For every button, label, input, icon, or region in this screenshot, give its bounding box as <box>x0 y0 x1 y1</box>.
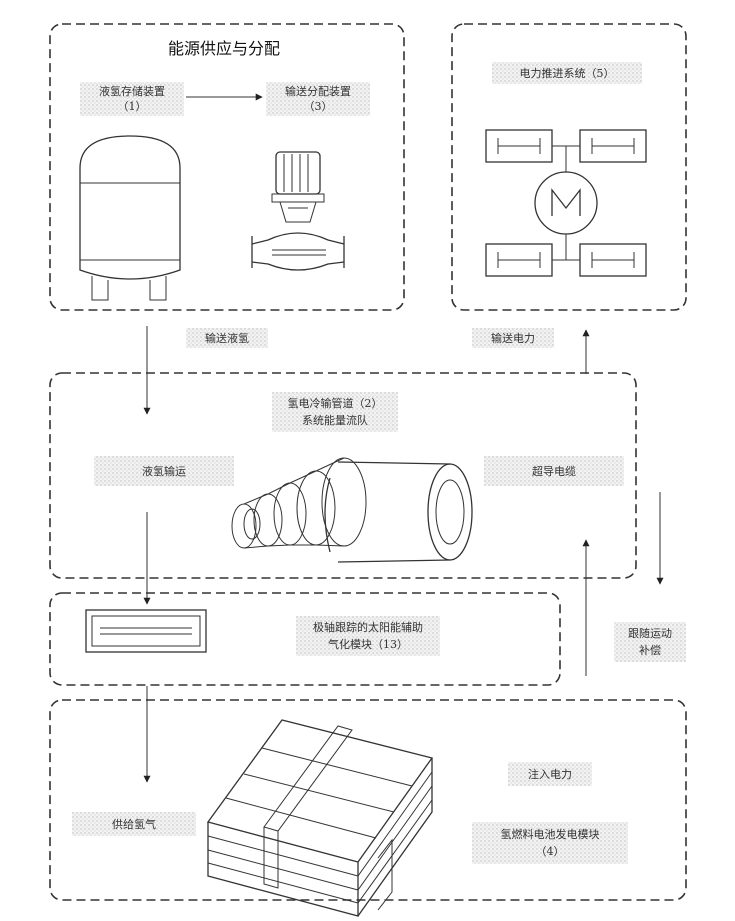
supply-panel: 能源供应与分配 液氢存储装置 （1） 输送分配装置 （3） <box>50 24 404 310</box>
coaxial-pipe-drawing <box>232 458 472 562</box>
compensation-label-line1: 跟随运动 <box>628 626 672 640</box>
flow-power-label: 输送电力 <box>491 331 535 345</box>
tank-label: 液氢存储装置 <box>99 84 165 98</box>
dist-number: （3） <box>304 100 333 113</box>
solar-gasifier-drawing <box>86 610 206 652</box>
pipeline-label-line2: 系统能量流队 <box>302 413 368 427</box>
propulsion-label: 电力推进系统（5） <box>520 66 615 80</box>
pipeline-panel: 氢电冷输管道（2） 系统能量流队 液氢输运 超导电缆 <box>50 373 636 578</box>
supply-title: 能源供应与分配 <box>168 39 280 58</box>
propulsion-panel: 电力推进系统（5） <box>452 24 686 310</box>
tank-number: （1） <box>118 100 147 113</box>
h2-supply-label: 供给氢气 <box>112 817 156 831</box>
distribution-valve-drawing <box>252 152 344 270</box>
fuelcell-label-line2: （4） <box>536 845 565 858</box>
flow-lh2-label: 输送液氢 <box>205 331 249 345</box>
gasifier-label-line2: 气化模块（13） <box>328 637 408 651</box>
fuelcell-panel: 供给氢气 注入电力 氢燃料电池发电模块 （4） <box>50 700 686 916</box>
compensation-label-line2: 补偿 <box>639 643 661 657</box>
lh2-tank-drawing <box>80 136 180 300</box>
motor-drawing <box>486 130 646 276</box>
fuelcell-stack-drawing <box>208 720 432 916</box>
fuelcell-label-line1: 氢燃料电池发电模块 <box>501 827 600 841</box>
lh2-transport-label: 液氢输运 <box>142 464 186 478</box>
superconducting-cable-label: 超导电缆 <box>532 464 576 478</box>
inject-power-label: 注入电力 <box>528 767 572 781</box>
gasifier-label-line1: 极轴跟踪的太阳能辅助 <box>313 620 423 634</box>
gasifier-panel: 极轴跟踪的太阳能辅助 气化模块（13） <box>50 593 560 685</box>
pipeline-label-line1: 氢电冷输管道（2） <box>288 396 383 410</box>
dist-label: 输送分配装置 <box>285 84 351 98</box>
